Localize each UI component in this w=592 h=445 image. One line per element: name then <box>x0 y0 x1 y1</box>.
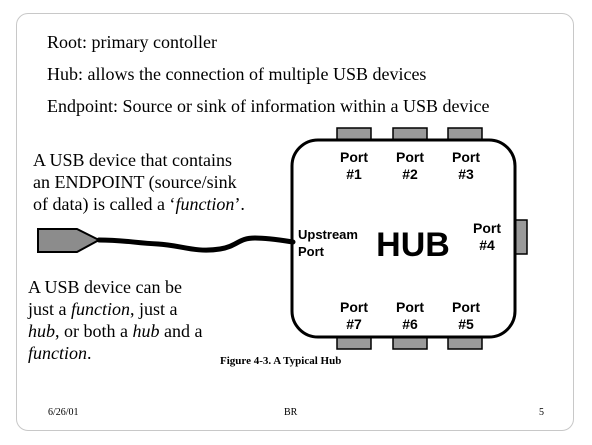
bullet-endpoint: Endpoint: Source or sink of information … <box>47 96 490 116</box>
upstream-port-label: Upstream <box>298 227 358 242</box>
device-description-text: A USB device can be just a function, jus… <box>28 276 202 364</box>
footer-author: BR <box>284 407 298 418</box>
hub-title: HUB <box>376 226 450 264</box>
port-5-number: #5 <box>458 316 474 332</box>
port-4-label: Port <box>473 220 501 236</box>
bullet-hub: Hub: allows the connection of multiple U… <box>47 64 427 84</box>
port-3-label: Port <box>452 149 480 165</box>
port-2-label: Port <box>396 149 424 165</box>
port-3-number: #3 <box>458 166 474 182</box>
device-text-line: function. <box>28 343 92 363</box>
port-4-number: #4 <box>479 237 495 253</box>
port-6-label: Port <box>396 299 424 315</box>
usb-plug <box>37 228 102 253</box>
footer-date: 6/26/01 <box>48 407 79 418</box>
function-definition-text: A USB device that contains an ENDPOINT (… <box>33 149 245 215</box>
port-5-label: Port <box>452 299 480 315</box>
bullet-root: Root: primary contoller <box>47 32 217 52</box>
figure-caption: Figure 4-3. A Typical Hub <box>220 355 342 367</box>
device-text-line: hub, or both a hub and a <box>28 321 203 341</box>
function-text-line: of data) is called a ‘function’. <box>33 194 245 214</box>
port-2-number: #2 <box>402 166 418 182</box>
function-text-line: A USB device that contains <box>33 150 232 170</box>
function-text-line: an ENDPOINT (source/sink <box>33 172 237 192</box>
port-1-number: #1 <box>346 166 362 182</box>
device-text-line: A USB device can be <box>28 277 182 297</box>
upstream-port-label-2: Port <box>298 244 325 259</box>
port-7-number: #7 <box>346 316 362 332</box>
hub-body <box>290 138 517 339</box>
usb-cable <box>96 235 296 253</box>
port-6-number: #6 <box>402 316 418 332</box>
port-7-label: Port <box>340 299 368 315</box>
slide-frame <box>16 13 574 431</box>
device-text-line: just a function, just a <box>28 299 178 319</box>
footer-page-number: 5 <box>539 407 544 418</box>
port-1-label: Port <box>340 149 368 165</box>
